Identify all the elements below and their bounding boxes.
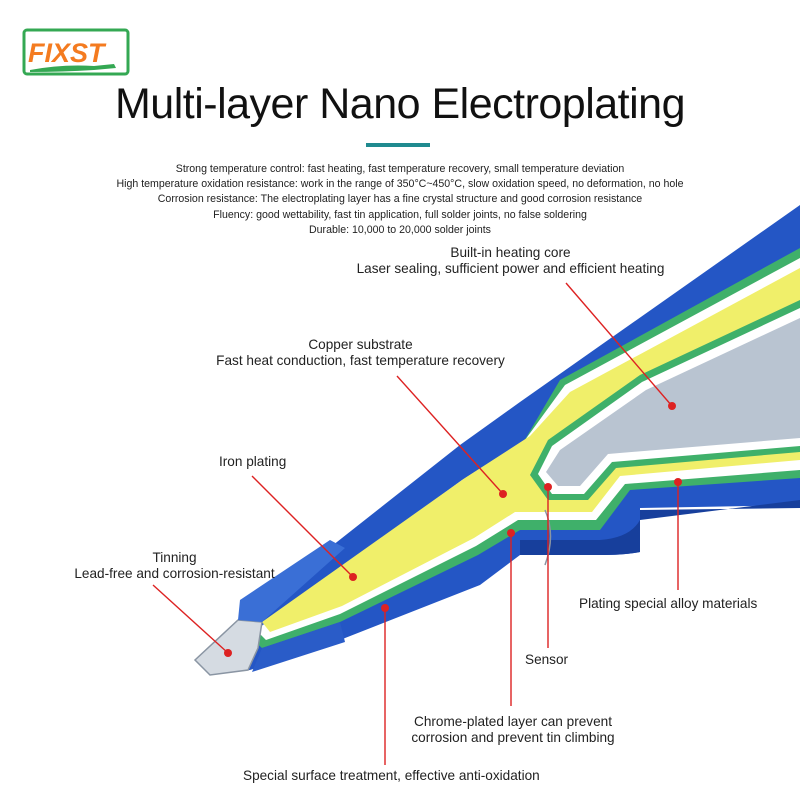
label-iron-title: Iron plating [219, 454, 287, 469]
label-heating-core-desc: Laser sealing, sufficient power and effi… [356, 260, 665, 276]
feature-durability: Durable: 10,000 to 20,000 solder joints [309, 223, 491, 236]
dot-copper [499, 490, 507, 498]
label-copper-title: Copper substrate [308, 337, 413, 352]
body-shadow [520, 500, 800, 555]
copper-substrate [262, 268, 800, 632]
label-alloy-title: Plating special alloy materials [579, 596, 758, 611]
dot-chrome [507, 529, 515, 537]
screwdriver-icon [30, 64, 116, 72]
label-iron: Iron plating [219, 454, 286, 470]
label-surface: Special surface treatment, effective ant… [243, 768, 540, 784]
sensor-curve [544, 509, 552, 566]
feature-corrosion-resistance: Corrosion resistance: The electroplating… [157, 193, 643, 206]
dot-iron [349, 573, 357, 581]
page-title: Multi-layer Nano Electroplating [114, 80, 686, 128]
label-sensor-title: Sensor [525, 652, 569, 667]
leader-heating-core [565, 282, 673, 407]
label-copper-desc: Fast heat conduction, fast temperature r… [216, 352, 505, 368]
logo-text: FIXST [28, 38, 107, 68]
label-tinning: Tinning Lead-free and corrosion-resistan… [62, 550, 287, 581]
heating-core [546, 318, 800, 486]
label-alloy: Plating special alloy materials [579, 596, 757, 612]
label-surface-title: Special surface treatment, effective ant… [243, 768, 540, 783]
feature-fluency: Fluency: good wettability, fast tin appl… [213, 208, 587, 221]
leader-copper [396, 375, 504, 495]
leader-tinning [152, 584, 229, 654]
dot-sensor [544, 483, 552, 491]
leader-dots [224, 402, 682, 657]
label-chrome: Chrome-plated layer can prevent corrosio… [398, 714, 628, 745]
iron-plating-front [238, 540, 345, 622]
feature-list: Strong temperature control: fast heating… [0, 162, 800, 238]
leader-lines [152, 282, 679, 765]
label-tinning-title: Tinning [152, 550, 197, 565]
leader-iron [251, 475, 354, 578]
label-copper: Copper substrate Fast heat conduction, f… [198, 337, 523, 368]
dot-heating-core [668, 402, 676, 410]
dot-alloy [674, 478, 682, 486]
logo-frame [22, 28, 130, 76]
feature-temperature-control: Strong temperature control: fast heating… [175, 163, 625, 175]
title-underline [366, 143, 430, 147]
outer-plating-body [195, 205, 800, 675]
dot-surface [381, 604, 389, 612]
feature-oxidation-resistance: High temperature oxidation resistance: w… [116, 178, 684, 191]
dot-tinning [224, 649, 232, 657]
label-tinning-desc: Lead-free and corrosion-resistant [74, 565, 275, 581]
label-chrome-line1: Chrome-plated layer can prevent [414, 714, 612, 729]
label-sensor: Sensor [525, 652, 568, 668]
label-heating-core: Built-in heating core Laser sealing, suf… [338, 245, 683, 276]
label-chrome-line2: corrosion and prevent tin climbing [411, 729, 615, 745]
fixst-logo: FIXST [22, 28, 130, 76]
label-heating-core-title: Built-in heating core [450, 245, 571, 260]
chrome-band [252, 622, 345, 672]
